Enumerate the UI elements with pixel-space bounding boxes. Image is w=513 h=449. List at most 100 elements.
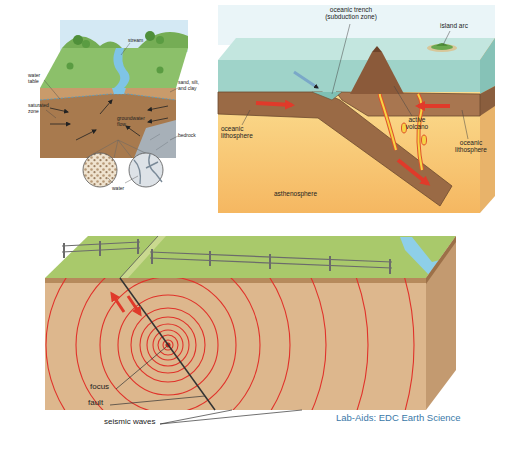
groundwater-illustration-part — [138, 32, 188, 48]
part-label: oceanic lithosphere — [448, 139, 494, 153]
earthquake-illustration-part-part — [45, 278, 368, 410]
groundwater-illustration-part — [40, 94, 176, 100]
subduction-illustration-part — [418, 104, 450, 108]
part-label: bedrock — [178, 133, 208, 139]
earthquake-illustration-part-part — [389, 259, 391, 274]
groundwater-illustration-part — [129, 153, 163, 187]
groundwater-illustration-part — [60, 20, 188, 52]
subduction-illustration-part — [480, 38, 495, 94]
groundwater-illustration-part — [118, 140, 132, 158]
earthquake-illustration — [0, 99, 456, 449]
subduction-illustration-part — [218, 92, 480, 213]
groundwater-illustration-part — [113, 48, 129, 88]
groundwater-illustration-part — [83, 153, 117, 187]
groundwater-illustration-part — [44, 80, 60, 99]
groundwater-illustration-part — [112, 88, 126, 94]
part-label: oceanic trench (subduction zone) — [318, 6, 384, 20]
groundwater-illustration-part — [114, 140, 118, 158]
groundwater-illustration-part — [67, 63, 74, 70]
groundwater-illustration-part — [76, 130, 96, 140]
subduction-illustration-part — [256, 103, 292, 105]
earthquake-illustration-part — [120, 278, 215, 410]
part-label: stream — [128, 38, 158, 44]
groundwater-illustration-part — [125, 176, 138, 183]
subduction-illustration-part — [462, 110, 468, 139]
groundwater-illustration-part — [40, 94, 176, 158]
subduction-illustration-part — [480, 86, 495, 116]
part-label: water table — [28, 73, 52, 84]
earthquake-illustration-part-part — [329, 256, 331, 271]
groundwater-illustration-part — [150, 134, 168, 150]
groundwater-illustration-part — [40, 48, 188, 88]
earthquake-illustration-part — [426, 236, 456, 410]
earthquake-illustration-part — [116, 347, 166, 389]
earthquake-illustration-part-part — [269, 254, 271, 269]
groundwater-illustration-part — [126, 126, 140, 136]
groundwater-illustration-part — [62, 36, 122, 48]
subduction-illustration-part — [427, 44, 457, 52]
earthquake-illustration-part-part — [46, 278, 290, 410]
part-label: saturated zone — [28, 103, 52, 114]
earthquake-illustration-part-part — [99, 241, 101, 256]
subduction-illustration-part — [394, 86, 412, 116]
part-label: fault — [88, 399, 118, 408]
earthquake-illustration-part — [112, 294, 124, 312]
subduction-illustration-part — [242, 110, 250, 125]
groundwater-illustration-part — [148, 118, 168, 122]
earthquake-illustration-part — [45, 278, 414, 410]
part-label: asthenosphere — [274, 190, 344, 197]
groundwater-illustration — [40, 20, 188, 187]
earthquake-illustration-part — [160, 410, 302, 424]
credit-text: Lab-Aids: EDC Earth Science — [336, 413, 496, 423]
groundwater-illustration-part — [50, 108, 68, 112]
subduction-illustration — [218, 5, 495, 213]
subduction-illustration-part — [218, 38, 495, 60]
earthquake-illustration-part-part — [63, 243, 65, 258]
earthquake-illustration-part-part — [45, 278, 326, 410]
earthquake-illustration-part-part — [45, 278, 414, 410]
subduction-illustration-part — [398, 160, 428, 184]
subduction-illustration-part — [332, 24, 350, 94]
subduction-illustration-part — [336, 92, 480, 116]
part-label: focus — [90, 383, 120, 392]
earthquake-illustration-part-part — [137, 239, 139, 254]
subduction-illustration-part — [372, 46, 382, 52]
subduction-illustration-part — [350, 52, 404, 94]
subduction-illustration-part — [443, 31, 450, 45]
subduction-illustration-part — [436, 43, 448, 46]
groundwater-illustration-part — [46, 110, 56, 118]
part-label: sand, silt, and clay — [178, 80, 204, 91]
earthquake-illustration-part — [45, 236, 456, 278]
subduction-illustration-part — [312, 92, 342, 100]
earthquake-illustration-part-part — [100, 278, 236, 410]
part-label: groundwater flow — [117, 116, 145, 127]
groundwater-illustration-part — [157, 67, 164, 74]
earthquake-illustration-part — [62, 239, 392, 274]
part-label: water — [112, 186, 142, 192]
part-label: oceanic lithosphere — [221, 125, 267, 139]
part-label: active volcano — [398, 116, 436, 130]
subduction-illustration-part — [402, 123, 407, 133]
earthquake-illustration-part-part — [151, 249, 153, 264]
groundwater-illustration-part — [40, 88, 176, 158]
subduction-illustration-part — [294, 72, 318, 88]
earthquake-illustration-part — [128, 296, 140, 314]
earthquake-illustration-part — [160, 410, 232, 424]
earthquake-illustration-part — [426, 236, 456, 284]
groundwater-illustration-part — [121, 43, 130, 55]
groundwater-illustration-part — [170, 136, 178, 140]
groundwater-illustration-part — [73, 35, 83, 45]
groundwater-illustration-part — [145, 31, 155, 41]
groundwater-illustration-part — [134, 154, 162, 184]
subduction-illustration-part — [422, 135, 427, 145]
groundwater-illustration-part — [82, 40, 90, 48]
part-label: island arc — [432, 22, 476, 29]
subduction-illustration-part — [480, 38, 495, 213]
groundwater-illustration-part — [50, 124, 70, 125]
subduction-illustration-part — [431, 44, 453, 50]
earthquake-illustration-part — [110, 396, 205, 405]
groundwater-illustration-part — [148, 106, 168, 110]
subduction-illustration-part — [218, 60, 480, 94]
